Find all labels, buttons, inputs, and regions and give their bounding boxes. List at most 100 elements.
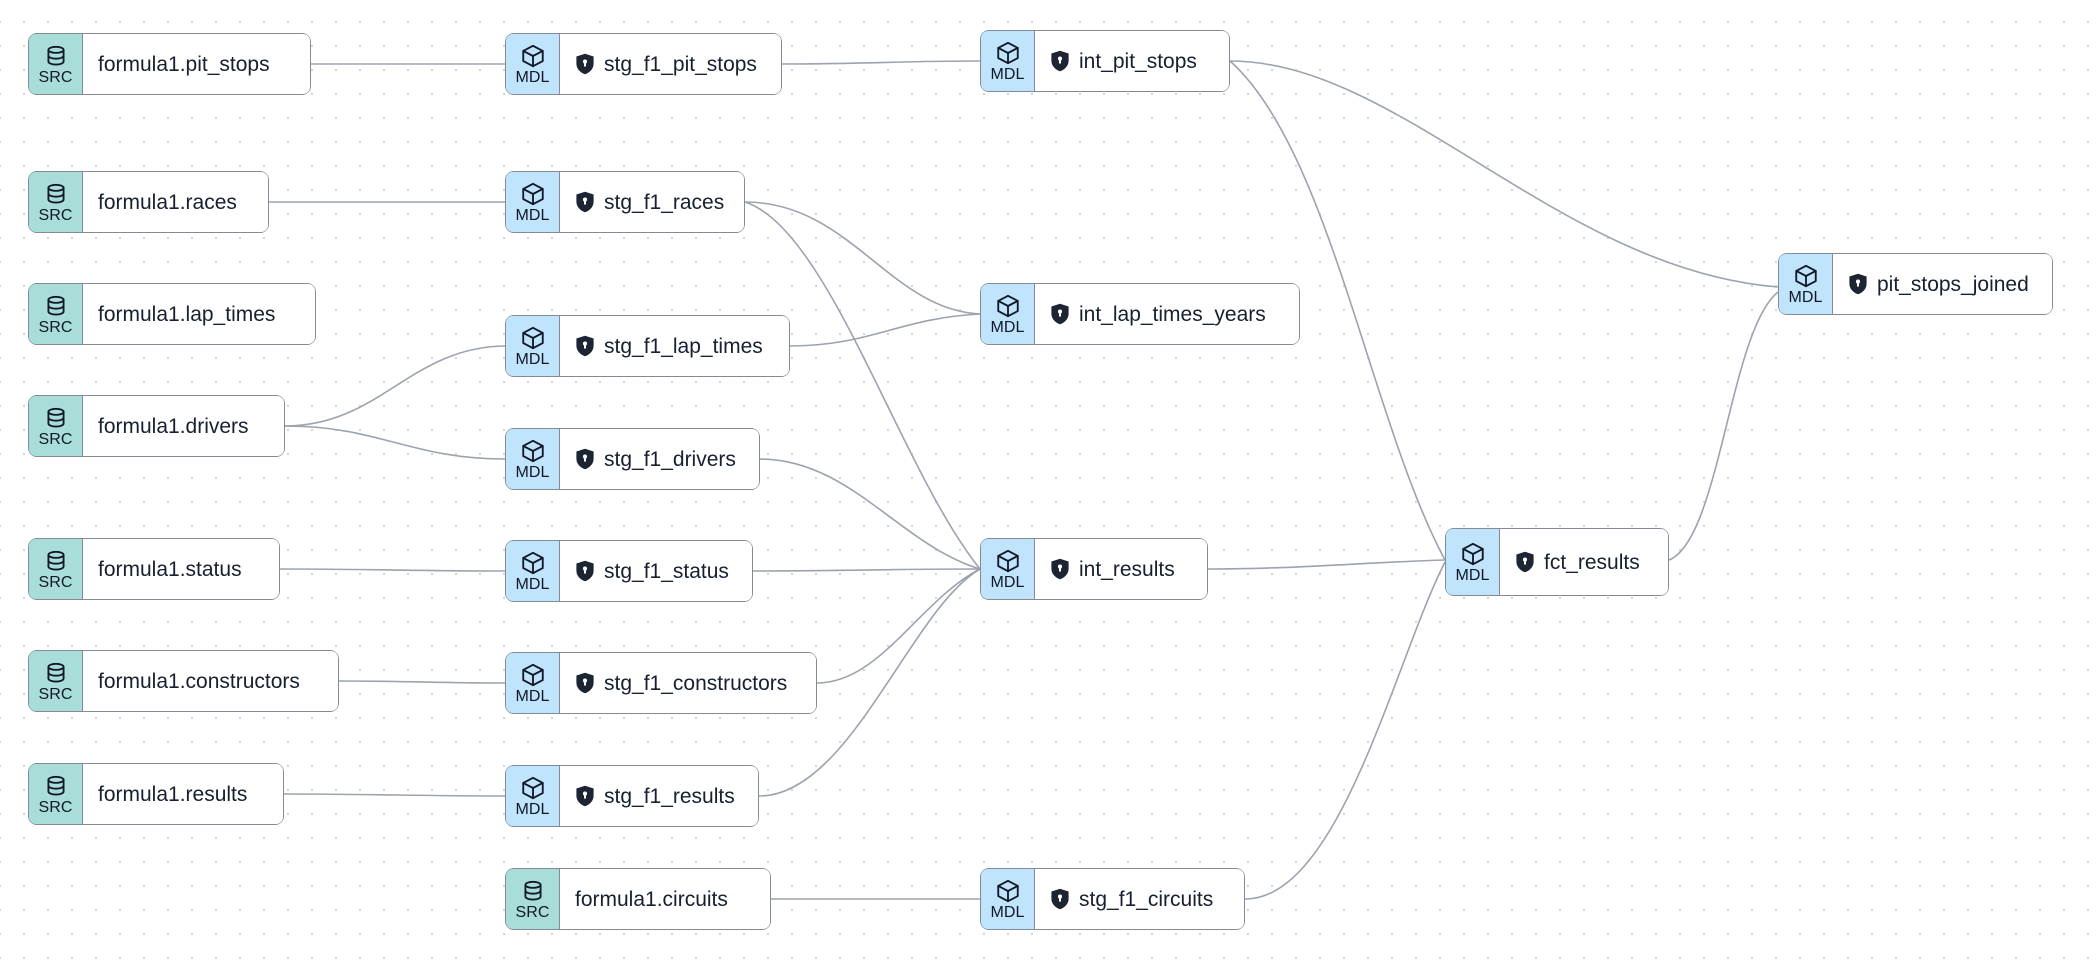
lineage-edge-stg_races-to-int_results[interactable] (744, 201, 981, 570)
node-label-stg_races: stg_f1_races (604, 190, 725, 214)
lineage-edge-stg_pit_stops-to-int_pit_stops[interactable] (781, 60, 981, 65)
node-type-label: MDL (515, 68, 550, 86)
lineage-edge-stg_constructors-to-int_results[interactable] (816, 568, 981, 684)
node-type-badge-stg_lap_times: MDL (506, 316, 560, 376)
node-body-int_results: int_results (1035, 539, 1207, 599)
database-cylinder-icon (43, 660, 69, 686)
shield-lock-icon (1050, 888, 1070, 910)
lineage-edge-stg_drivers-to-int_results[interactable] (759, 458, 981, 570)
node-label-stg_constructors: stg_f1_constructors (604, 671, 788, 695)
lineage-node-stg_constructors[interactable]: MDL stg_f1_constructors (505, 652, 817, 714)
node-type-label: MDL (1788, 288, 1823, 306)
lineage-node-src_pit_stops[interactable]: SRC formula1.pit_stops (28, 33, 311, 95)
node-body-stg_pit_stops: stg_f1_pit_stops (560, 34, 781, 94)
node-label-stg_results: stg_f1_results (604, 784, 735, 808)
cube-icon (1793, 263, 1819, 289)
shield-lock-icon (1050, 50, 1070, 72)
node-type-label: MDL (515, 687, 550, 705)
cube-icon (1460, 541, 1486, 567)
node-type-label: MDL (515, 350, 550, 368)
cube-icon (520, 325, 546, 351)
node-label-src_status: formula1.status (98, 557, 242, 581)
cube-icon (520, 550, 546, 576)
lineage-edge-int_pit_stops-to-pit_stops_joined[interactable] (1229, 60, 1779, 288)
node-type-badge-stg_results: MDL (506, 766, 560, 826)
lineage-node-pit_stops_joined[interactable]: MDL pit_stops_joined (1778, 253, 2053, 315)
lineage-edge-int_results-to-fct_results[interactable] (1207, 559, 1446, 570)
shield-lock-icon (575, 191, 595, 213)
node-body-stg_drivers: stg_f1_drivers (560, 429, 759, 489)
shield-lock-icon (575, 560, 595, 582)
lineage-edge-stg_lap_times-to-int_lap_times_years[interactable] (789, 313, 981, 347)
node-label-src_pit_stops: formula1.pit_stops (98, 52, 270, 76)
node-type-badge-src_races: SRC (29, 172, 83, 232)
node-type-badge-int_lap_times_years: MDL (981, 284, 1035, 344)
node-label-pit_stops_joined: pit_stops_joined (1877, 272, 2029, 296)
node-body-src_results: formula1.results (83, 764, 283, 824)
node-type-label: SRC (38, 68, 73, 86)
shield-lock-icon (1050, 558, 1070, 580)
node-label-stg_drivers: stg_f1_drivers (604, 447, 736, 471)
lineage-node-int_lap_times_years[interactable]: MDL int_lap_times_years (980, 283, 1300, 345)
shield-lock-icon (1848, 273, 1868, 295)
lineage-edge-stg_status-to-int_results[interactable] (752, 568, 981, 572)
shield-lock-icon (575, 53, 595, 75)
node-label-src_constructors: formula1.constructors (98, 669, 300, 693)
node-body-src_circuits: formula1.circuits (560, 869, 770, 929)
lineage-edge-fct_results-to-pit_stops_joined[interactable] (1668, 291, 1779, 561)
shield-lock-icon (1050, 303, 1070, 325)
shield-lock-icon (575, 335, 595, 357)
node-type-badge-src_pit_stops: SRC (29, 34, 83, 94)
lineage-node-stg_circuits[interactable]: MDL stg_f1_circuits (980, 868, 1245, 930)
lineage-edge-stg_circuits-to-fct_results[interactable] (1244, 561, 1446, 900)
lineage-edge-src_status-to-stg_status[interactable] (279, 568, 506, 572)
node-body-src_drivers: formula1.drivers (83, 396, 284, 456)
node-label-fct_results: fct_results (1544, 550, 1640, 574)
node-type-label: SRC (38, 573, 73, 591)
lineage-edge-src_drivers-to-stg_lap_times[interactable] (284, 345, 506, 427)
node-label-src_drivers: formula1.drivers (98, 414, 249, 438)
node-type-badge-src_circuits: SRC (506, 869, 560, 929)
node-type-badge-pit_stops_joined: MDL (1779, 254, 1833, 314)
lineage-node-stg_pit_stops[interactable]: MDL stg_f1_pit_stops (505, 33, 782, 95)
lineage-node-src_status[interactable]: SRC formula1.status (28, 538, 280, 600)
node-label-src_lap_times: formula1.lap_times (98, 302, 276, 326)
lineage-edge-src_results-to-stg_results[interactable] (283, 793, 506, 797)
node-body-fct_results: fct_results (1500, 529, 1668, 595)
node-body-pit_stops_joined: pit_stops_joined (1833, 254, 2052, 314)
lineage-edge-src_constructors-to-stg_constructors[interactable] (338, 680, 506, 684)
cube-icon (520, 43, 546, 69)
cube-icon (520, 662, 546, 688)
node-body-int_pit_stops: int_pit_stops (1035, 31, 1229, 91)
node-type-label: MDL (990, 903, 1025, 921)
node-body-src_pit_stops: formula1.pit_stops (83, 34, 310, 94)
node-body-int_lap_times_years: int_lap_times_years (1035, 284, 1299, 344)
lineage-node-src_constructors[interactable]: SRC formula1.constructors (28, 650, 339, 712)
cube-icon (995, 40, 1021, 66)
node-label-int_lap_times_years: int_lap_times_years (1079, 302, 1266, 326)
node-label-stg_circuits: stg_f1_circuits (1079, 887, 1214, 911)
node-body-src_status: formula1.status (83, 539, 279, 599)
lineage-edge-src_drivers-to-stg_drivers[interactable] (284, 425, 506, 460)
node-type-badge-stg_circuits: MDL (981, 869, 1035, 929)
node-label-stg_pit_stops: stg_f1_pit_stops (604, 52, 757, 76)
node-type-badge-stg_pit_stops: MDL (506, 34, 560, 94)
lineage-node-stg_results[interactable]: MDL stg_f1_results (505, 765, 759, 827)
node-type-badge-int_pit_stops: MDL (981, 31, 1035, 91)
node-type-badge-src_constructors: SRC (29, 651, 83, 711)
lineage-edge-stg_races-to-int_lap_times_years[interactable] (744, 201, 981, 315)
